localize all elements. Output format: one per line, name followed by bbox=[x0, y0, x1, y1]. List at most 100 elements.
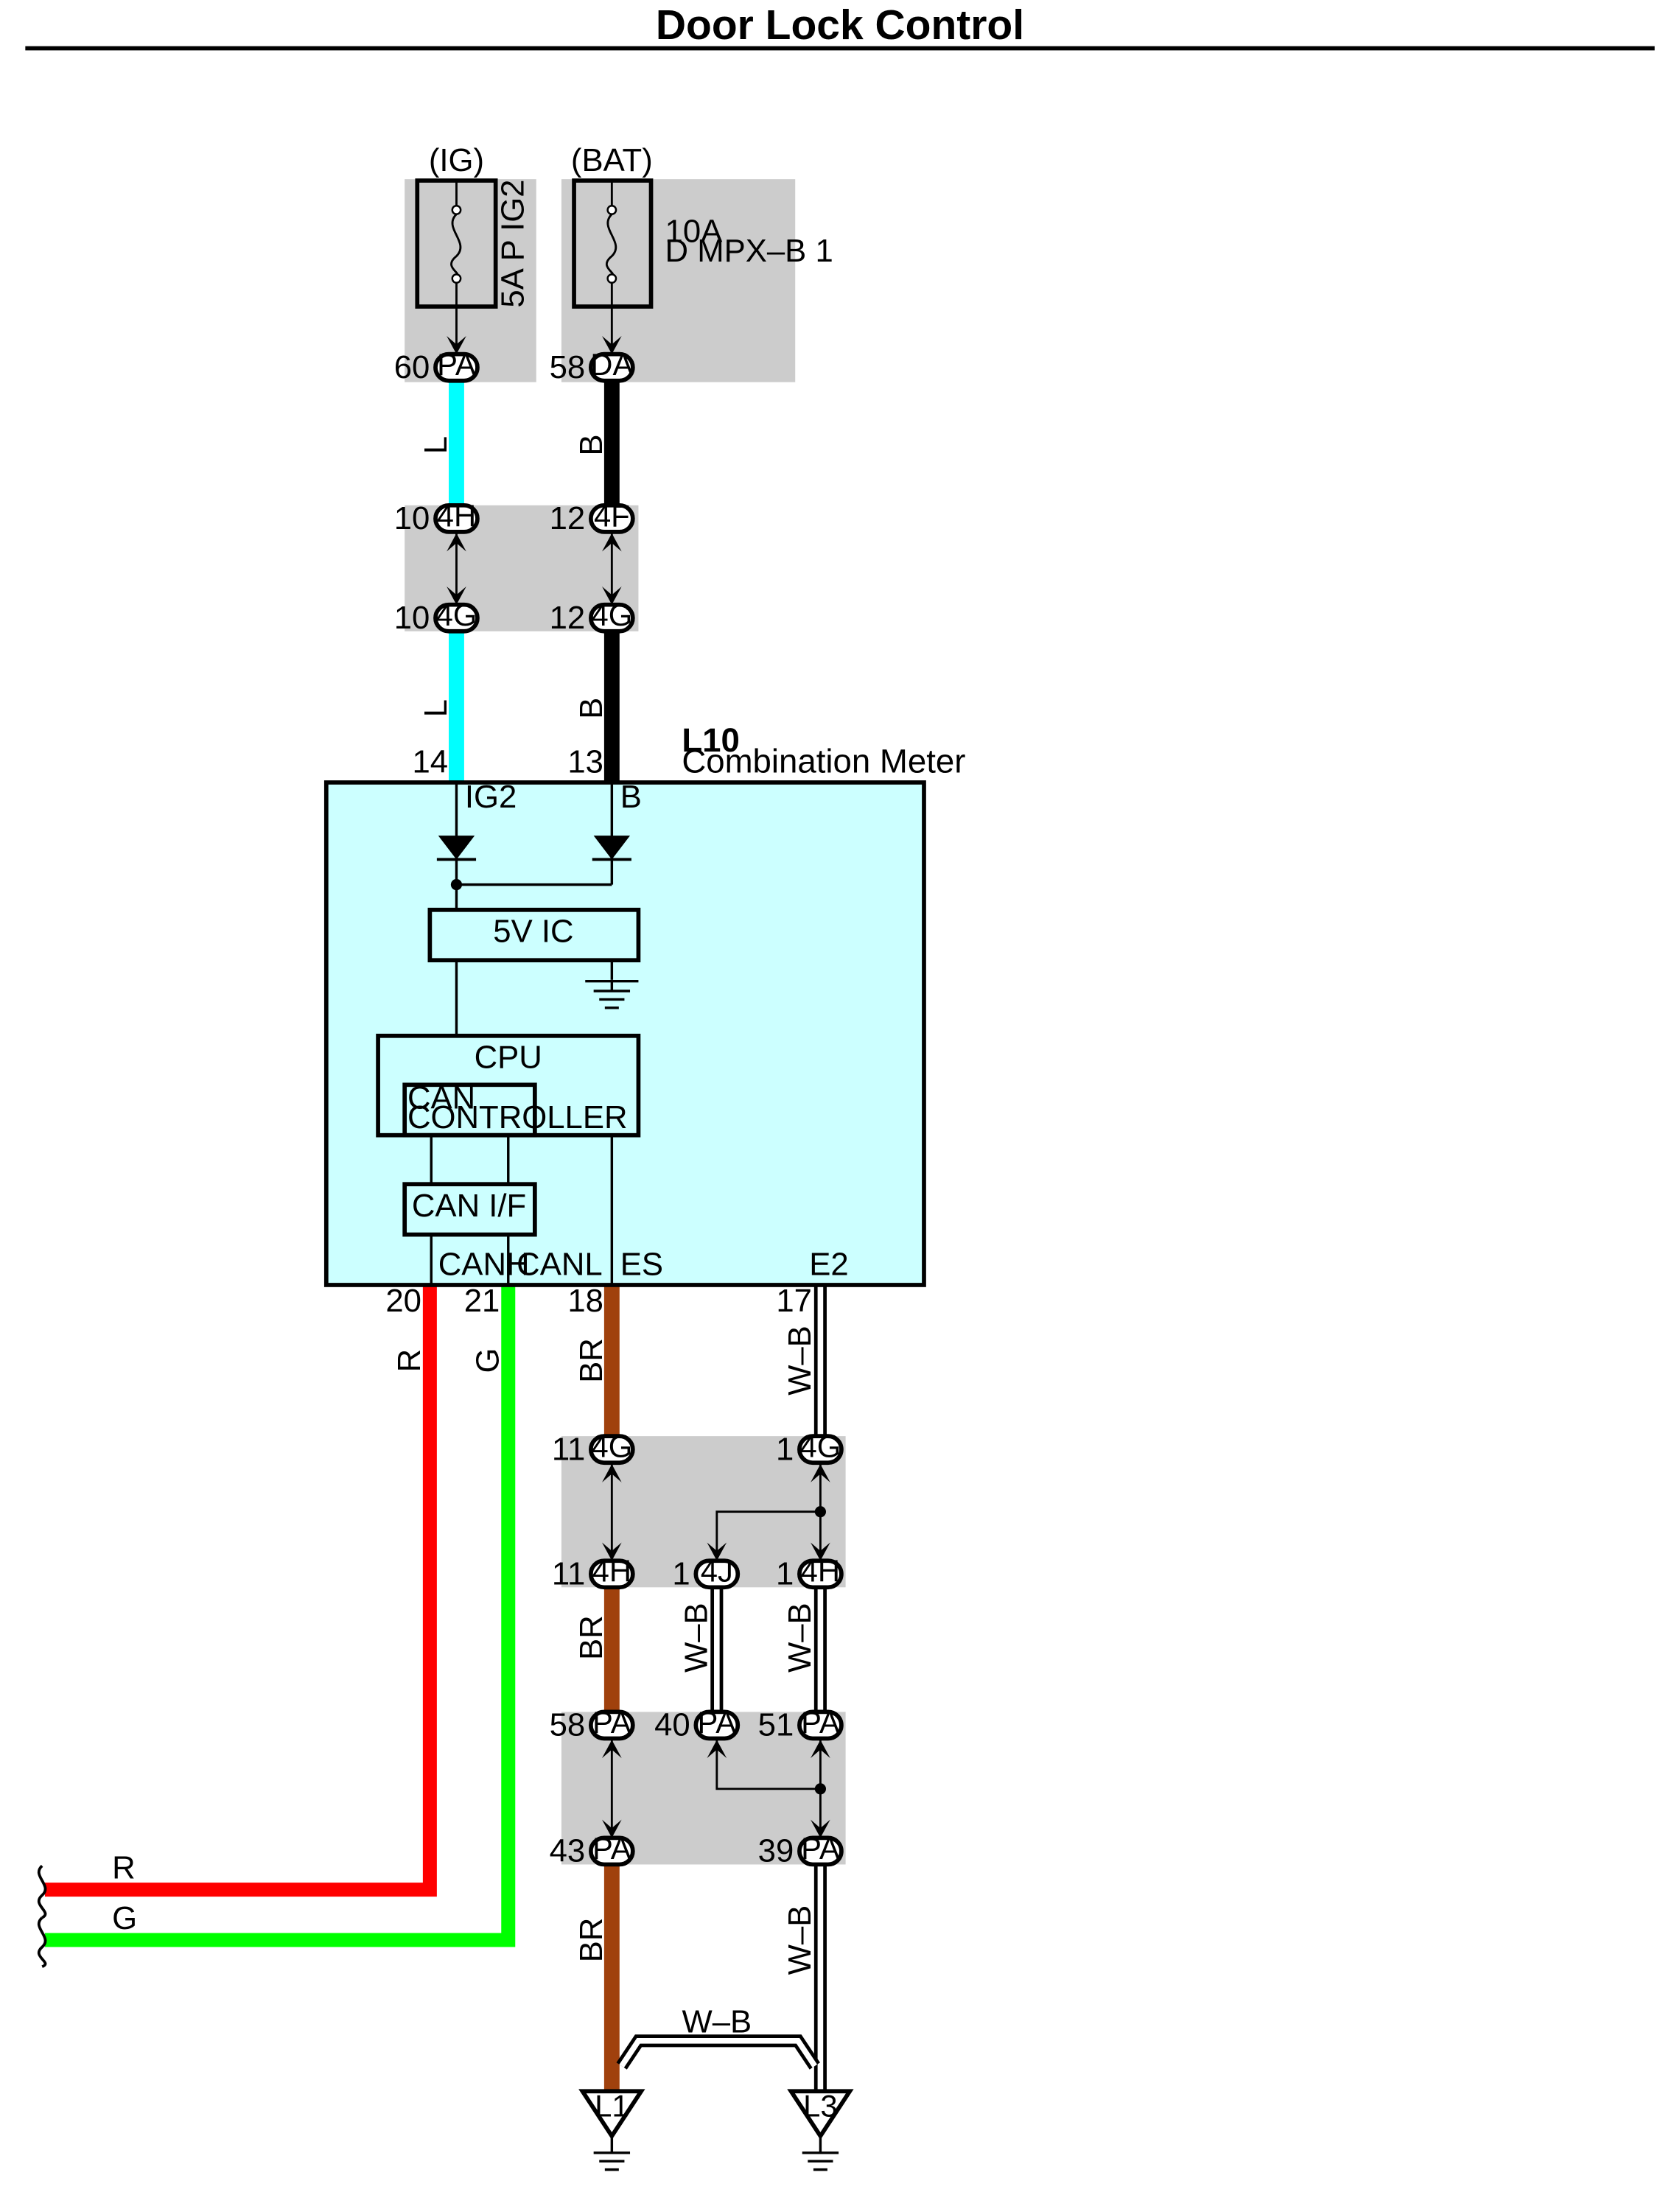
meter-term-ig2: IG2 bbox=[465, 779, 517, 815]
wire-label-es-mid: BR bbox=[573, 1615, 609, 1660]
svg-text:4J: 4J bbox=[701, 1554, 733, 1589]
meter-pin-canl: 21 bbox=[464, 1283, 500, 1319]
svg-text:PA: PA bbox=[801, 1705, 840, 1740]
meter-pin-b: 13 bbox=[567, 744, 603, 780]
connector-bat-da: DA bbox=[588, 347, 635, 383]
pin-mid-es-4g: 11 bbox=[552, 1431, 585, 1467]
connector-low-es-lower: PA bbox=[588, 1831, 635, 1867]
internal-ground-icon bbox=[585, 980, 639, 1009]
svg-text:CAN I/F: CAN I/F bbox=[412, 1188, 526, 1224]
meter-term-canl: CANL bbox=[517, 1247, 603, 1283]
page-title: Door Lock Control bbox=[656, 1, 1024, 49]
ig-source-label: (IG) bbox=[429, 142, 484, 178]
connector-top-4h: 4H bbox=[433, 498, 480, 534]
wire-canl bbox=[44, 1284, 516, 1947]
svg-text:CONTROLLER: CONTROLLER bbox=[407, 1099, 628, 1135]
wire-label-ground-link: W–B bbox=[682, 2003, 752, 2039]
wire-break-mark-g bbox=[37, 1916, 47, 1968]
wire-label-bat-upper: B bbox=[573, 435, 609, 456]
connector-low-es-upper: PA bbox=[588, 1705, 635, 1741]
svg-text:PA: PA bbox=[801, 1831, 840, 1866]
junction-top-links bbox=[447, 531, 622, 605]
pin-mid-es-4h: 11 bbox=[552, 1556, 585, 1592]
pin-low-es-lower: 43 bbox=[550, 1833, 586, 1869]
wire-label-e2-upper: W–B bbox=[782, 1326, 818, 1396]
connector-mid-e2-4h: 4H bbox=[797, 1554, 844, 1590]
fuse-box-ig-area bbox=[405, 179, 536, 382]
svg-text:4G: 4G bbox=[591, 598, 632, 632]
meter-pin-canh: 20 bbox=[385, 1283, 421, 1319]
svg-text:4H: 4H bbox=[801, 1554, 840, 1589]
pin-bat-da: 58 bbox=[550, 349, 586, 385]
diode-b bbox=[592, 836, 631, 861]
svg-text:PA: PA bbox=[437, 347, 476, 382]
block-can-controller: CAN CONTROLLER bbox=[402, 1080, 628, 1138]
wire-label-ig-upper: L bbox=[418, 436, 454, 454]
diode-ig2 bbox=[436, 836, 477, 861]
wire-label-left-r: R bbox=[112, 1849, 136, 1885]
meter-term-canh: CANH bbox=[438, 1247, 530, 1283]
pin-low-e2-lower: 39 bbox=[758, 1833, 794, 1869]
connector-mid-es-4g: 4G bbox=[588, 1429, 635, 1466]
pin-ig-pa: 60 bbox=[394, 349, 430, 385]
wire-canh bbox=[44, 1284, 437, 1897]
svg-text:4H: 4H bbox=[437, 498, 476, 533]
wire-ground-link bbox=[616, 2034, 820, 2070]
bat-source-label: (BAT) bbox=[571, 142, 653, 178]
svg-text:L3: L3 bbox=[803, 2088, 837, 2123]
wire-label-ig-lower: L bbox=[418, 699, 454, 717]
title-rule bbox=[25, 46, 1655, 51]
wire-label-e2-lower: W–B bbox=[782, 1905, 818, 1975]
pin-mid-4j: 1 bbox=[672, 1556, 690, 1592]
junction-low-links bbox=[602, 1738, 830, 1838]
block-5v-ic: 5V IC bbox=[427, 907, 641, 963]
meter-pin-e2: 17 bbox=[776, 1283, 812, 1319]
pin-low-mid: 40 bbox=[654, 1707, 690, 1743]
pin-top-4g-right: 12 bbox=[550, 600, 586, 636]
pin-top-4g-left: 10 bbox=[394, 600, 430, 636]
connector-low-e2-lower: PA bbox=[797, 1831, 844, 1867]
fuse-bat-rating: 10A bbox=[665, 214, 724, 250]
pin-top-4h: 10 bbox=[394, 500, 430, 536]
fuse-ig-rating: 5A P IG2 bbox=[495, 180, 531, 308]
meter-pin-ig2: 14 bbox=[412, 744, 448, 780]
connector-top-4f: 4F bbox=[588, 498, 635, 534]
fuse-box-bat-area bbox=[561, 179, 796, 382]
wire-label-left-g: G bbox=[112, 1900, 137, 1936]
wire-label-e2-mid-right: W–B bbox=[782, 1603, 818, 1673]
svg-text:L1: L1 bbox=[595, 2088, 629, 2123]
pin-low-es-upper: 58 bbox=[550, 1707, 586, 1743]
wire-label-bat-lower: B bbox=[573, 698, 609, 719]
connector-ig-pa: PA bbox=[433, 347, 480, 383]
meter-name: Combination Meter bbox=[682, 743, 965, 780]
wire-label-es-lower: BR bbox=[573, 1918, 609, 1963]
wire-label-e2-mid-left: W–B bbox=[679, 1603, 715, 1673]
meter-term-es: ES bbox=[620, 1247, 663, 1283]
connector-mid-es-4h: 4H bbox=[588, 1554, 635, 1590]
svg-text:4H: 4H bbox=[592, 1554, 631, 1589]
junction-mid-links bbox=[602, 1463, 830, 1561]
meter-term-e2: E2 bbox=[809, 1247, 848, 1283]
wire-label-es-upper: BR bbox=[573, 1338, 609, 1383]
svg-text:4G: 4G bbox=[800, 1429, 841, 1464]
connector-mid-4j: 4J bbox=[693, 1554, 741, 1590]
svg-text:PA: PA bbox=[592, 1831, 631, 1866]
wire-label-canh: R bbox=[391, 1349, 427, 1373]
wire-break-mark-r bbox=[37, 1864, 47, 1919]
svg-text:4G: 4G bbox=[436, 598, 477, 632]
fuse-bat-name: D MPX–B 1 bbox=[665, 233, 833, 269]
connector-top-4g-left: 4G bbox=[433, 598, 480, 634]
pin-mid-e2-4g: 1 bbox=[776, 1431, 794, 1467]
svg-text:PA: PA bbox=[592, 1705, 631, 1740]
pin-top-4f: 12 bbox=[550, 500, 586, 536]
block-can-if: CAN I/F bbox=[402, 1182, 537, 1237]
svg-text:DA: DA bbox=[590, 347, 633, 382]
svg-text:4F: 4F bbox=[594, 498, 630, 533]
connector-mid-e2-4g: 4G bbox=[797, 1429, 844, 1466]
svg-text:4G: 4G bbox=[591, 1429, 632, 1464]
meter-internal-wiring bbox=[430, 782, 614, 1285]
meter-pin-es: 18 bbox=[567, 1283, 603, 1319]
wire-label-canl: G bbox=[469, 1348, 505, 1373]
pin-mid-e2-4h: 1 bbox=[776, 1556, 794, 1592]
